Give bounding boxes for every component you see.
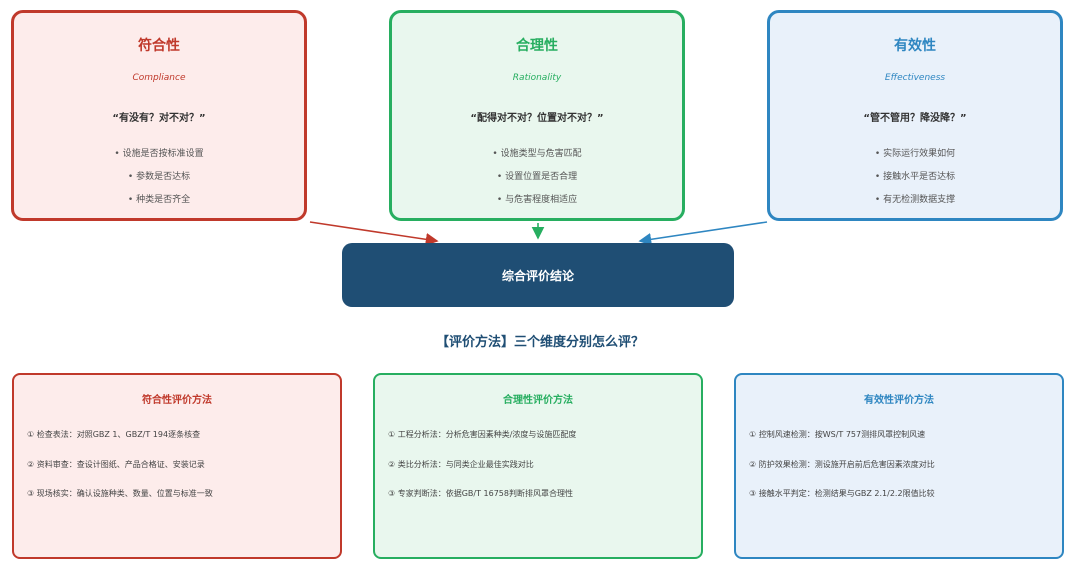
rationality-bullet: • 设施类型与危害匹配 <box>492 149 582 159</box>
compliance-bullet: • 种类是否齐全 <box>127 195 191 205</box>
conclusion-box: 综合评价结论 <box>342 243 734 307</box>
section-title: 【评价方法】三个维度分别怎么评？ <box>435 335 644 350</box>
compliance-card: 符合性 Compliance “有没有？对不对？” • 设施是否按标准设置 • … <box>11 10 307 221</box>
method-item: ③ 专家判断法：依据GB/T 16758判断排风罩合理性 <box>388 489 573 498</box>
arrow-effectiveness-to-conclusion <box>638 221 768 246</box>
rationality-bullet: • 与危害程度相适应 <box>496 195 578 205</box>
rationality-subtitle: Rationality <box>512 73 562 83</box>
effectiveness-bullet: • 实际运行效果如何 <box>874 149 956 159</box>
effectiveness-methods-card: 有效性评价方法 ① 控制风速检测：按WS/T 757测排风罩控制风速 ② 防护效… <box>734 373 1064 559</box>
compliance-bullet: • 设施是否按标准设置 <box>114 149 204 159</box>
method-item: ③ 接触水平判定：检测结果与GBZ 2.1/2.2限值比较 <box>749 489 935 498</box>
compliance-title: 符合性 <box>138 38 180 54</box>
rationality-bullet: • 设置位置是否合理 <box>496 172 578 182</box>
rationality-question: “配得对不对？位置对不对？” <box>470 113 604 124</box>
effectiveness-bullet: • 有无检测数据支撑 <box>874 195 956 205</box>
method-item: ② 防护效果检测：测设施开启前后危害因素浓度对比 <box>749 460 935 469</box>
method-item: ② 资料审查：查设计图纸、产品合格证、安装记录 <box>27 460 205 469</box>
rationality-methods-card: 合理性评价方法 ① 工程分析法：分析危害因素种类/浓度与设施匹配度 ② 类比分析… <box>373 373 703 559</box>
effectiveness-title: 有效性 <box>894 38 936 54</box>
rationality-card: 合理性 Rationality “配得对不对？位置对不对？” • 设施类型与危害… <box>389 10 685 221</box>
compliance-subtitle: Compliance <box>132 73 186 83</box>
method-item: ① 工程分析法：分析危害因素种类/浓度与设施匹配度 <box>388 430 577 439</box>
compliance-methods-title: 符合性评价方法 <box>142 395 212 406</box>
method-item: ① 检查表法：对照GBZ 1、GBZ/T 194逐条核查 <box>27 430 201 439</box>
compliance-methods-card: 符合性评价方法 ① 检查表法：对照GBZ 1、GBZ/T 194逐条核查 ② 资… <box>12 373 342 559</box>
compliance-bullet: • 参数是否达标 <box>127 172 191 182</box>
method-item: ① 控制风速检测：按WS/T 757测排风罩控制风速 <box>749 430 926 439</box>
effectiveness-subtitle: Effectiveness <box>884 73 946 83</box>
effectiveness-bullet: • 接触水平是否达标 <box>874 172 956 182</box>
rationality-methods-title: 合理性评价方法 <box>503 395 573 406</box>
effectiveness-methods-title: 有效性评价方法 <box>864 395 934 406</box>
compliance-question: “有没有？对不对？” <box>112 113 206 124</box>
arrow-compliance-to-conclusion <box>309 221 439 246</box>
method-item: ② 类比分析法：与同类企业最佳实践对比 <box>388 460 534 469</box>
method-item: ③ 现场核实：确认设施种类、数量、位置与标准一致 <box>27 489 213 498</box>
effectiveness-question: “管不管用？降没降？” <box>863 113 967 124</box>
effectiveness-card: 有效性 Effectiveness “管不管用？降没降？” • 实际运行效果如何… <box>767 10 1063 221</box>
rationality-title: 合理性 <box>516 38 558 54</box>
